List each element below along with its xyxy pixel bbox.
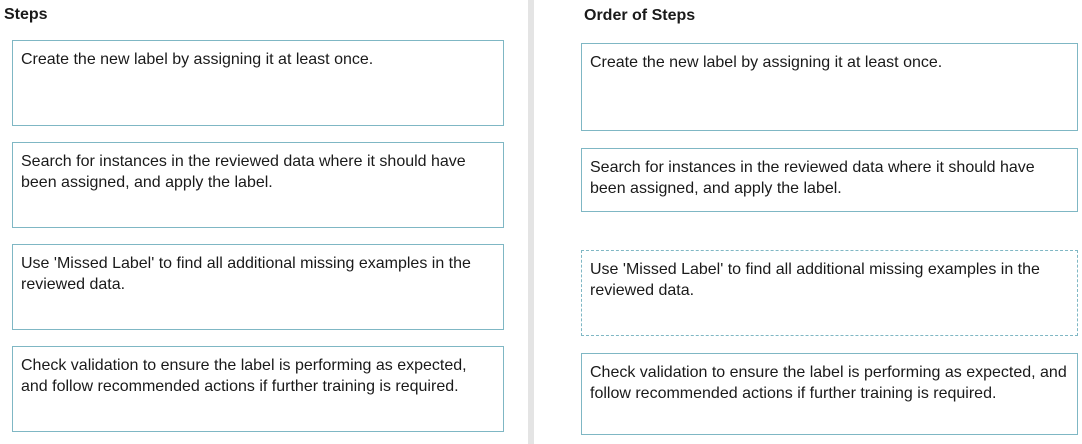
panel-divider [528,0,534,444]
step-card-search-instances[interactable]: Search for instances in the reviewed dat… [12,142,504,228]
step-card-create-label[interactable]: Create the new label by assigning it at … [12,40,504,126]
step-card-label: Use 'Missed Label' to find all additiona… [21,255,471,293]
order-slot-label: Search for instances in the reviewed dat… [590,159,1035,197]
order-slot-2[interactable]: Search for instances in the reviewed dat… [581,148,1078,212]
order-slot-3[interactable]: Use 'Missed Label' to find all additiona… [581,250,1078,336]
step-card-missed-label[interactable]: Use 'Missed Label' to find all additiona… [12,244,504,330]
step-card-check-validation[interactable]: Check validation to ensure the label is … [12,346,504,432]
steps-panel: Steps Create the new label by assigning … [0,0,522,444]
order-heading: Order of Steps [584,7,696,24]
order-slot-label: Use 'Missed Label' to find all additiona… [590,261,1040,299]
step-card-label: Create the new label by assigning it at … [21,51,374,68]
order-slot-label: Create the new label by assigning it at … [590,54,943,71]
order-panel: Order of Steps Create the new label by a… [540,0,1082,444]
step-card-label: Check validation to ensure the label is … [21,357,467,395]
order-slot-label: Check validation to ensure the label is … [590,364,1067,402]
order-slot-1[interactable]: Create the new label by assigning it at … [581,43,1078,131]
steps-heading: Steps [4,6,48,23]
step-card-label: Search for instances in the reviewed dat… [21,153,466,191]
order-slot-4[interactable]: Check validation to ensure the label is … [581,353,1078,435]
